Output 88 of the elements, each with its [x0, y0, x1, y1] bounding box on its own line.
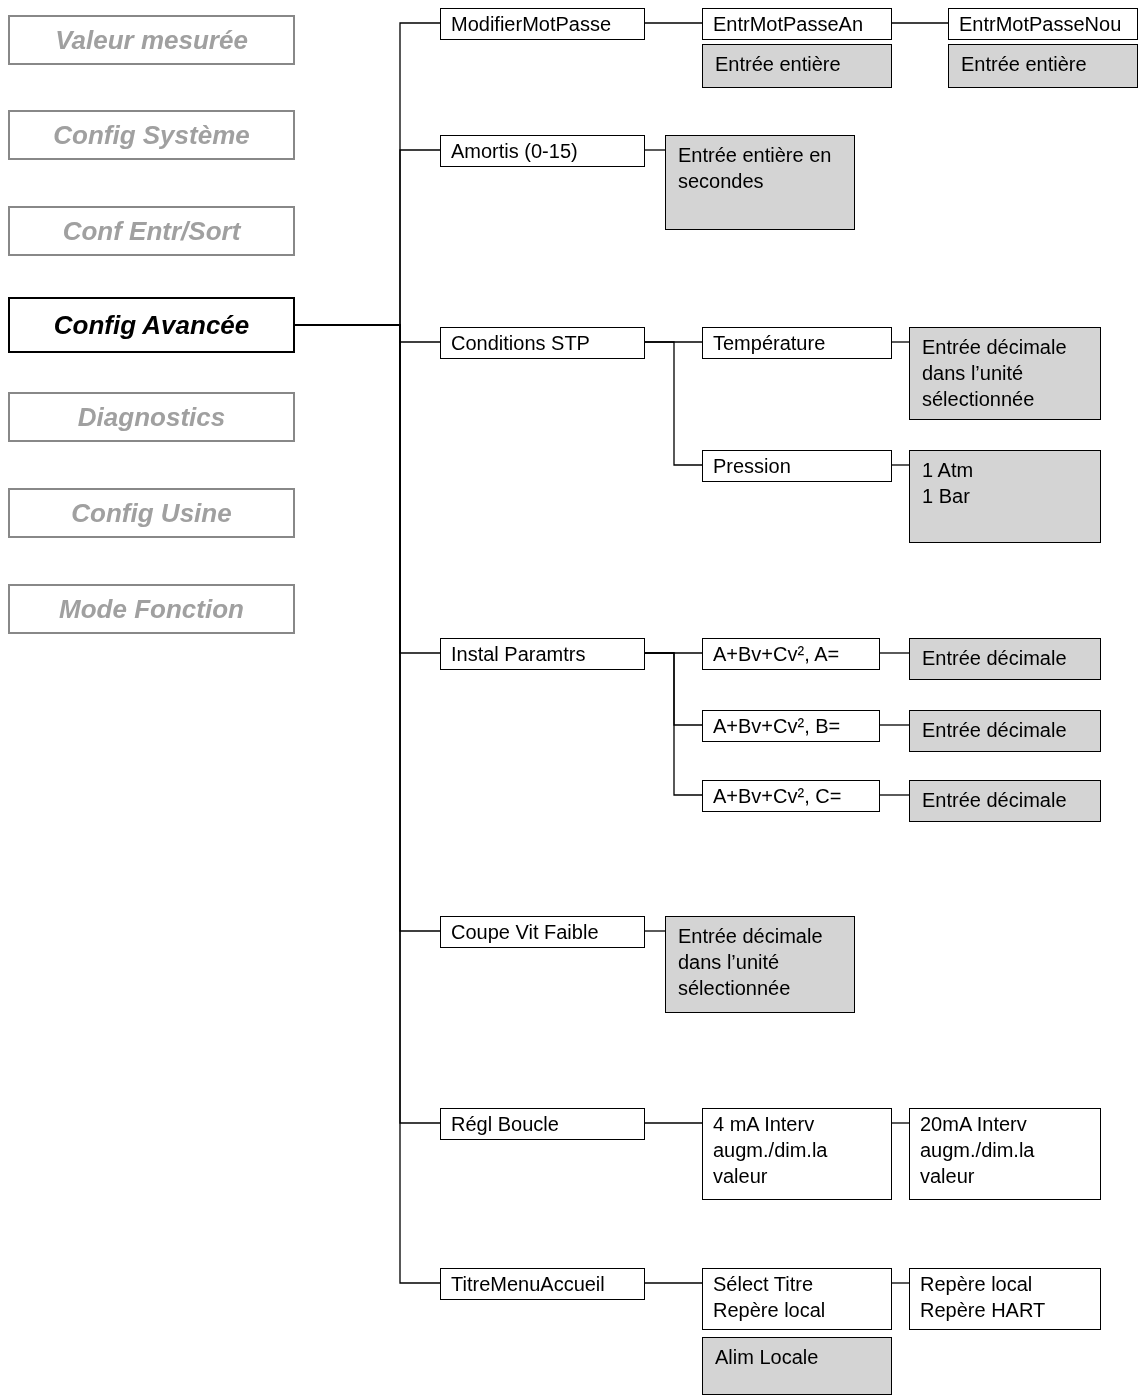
menu-label: Coupe Vit Faible [451, 920, 600, 945]
value-entry-box [665, 135, 855, 230]
menu-label: Repère local [713, 1298, 827, 1323]
connector-line [891, 1282, 910, 1284]
value-text: Entrée décimale dans l’unité sélectionnée [922, 335, 1068, 412]
value-entry-box [909, 450, 1101, 543]
menu-item-box [909, 1108, 1101, 1200]
value-text: Entrée décimale [922, 788, 1068, 813]
connector-line [891, 341, 910, 343]
value-text: Entrée entière [961, 52, 1088, 77]
menu-label: Conf Entr/Sort [62, 218, 241, 244]
menu-label: Valeur mesurée [55, 27, 248, 53]
menu-label: Mode Fonction [59, 596, 244, 622]
menu-item-box [440, 8, 645, 40]
menu-box [8, 584, 295, 634]
menu-item-box [702, 710, 880, 742]
connector-line [891, 464, 910, 466]
menu-item-box [909, 1268, 1101, 1330]
value-entry-box [702, 44, 892, 88]
menu-item-box [440, 916, 645, 948]
menu-label: Pression [713, 454, 792, 479]
menu-item-box [702, 1108, 892, 1200]
value-entry-box [909, 327, 1101, 420]
menu-label: ModifierMotPasse [451, 12, 613, 37]
menu-item-box [702, 1268, 892, 1330]
menu-box [8, 488, 295, 538]
menu-label: A+Bv+Cv², C= [713, 784, 843, 809]
connector-line [644, 930, 666, 932]
menu-label: Température [713, 331, 827, 356]
value-text: Entrée entière en secondes [678, 143, 833, 194]
value-text: Entrée décimale [922, 718, 1068, 743]
menu-label: Config Avancée [53, 312, 250, 338]
menu-item-box [440, 135, 645, 167]
menu-label: Conditions STP [451, 331, 591, 356]
menu-item-box [702, 450, 892, 482]
menu-box [8, 15, 295, 65]
menu-item-box [440, 638, 645, 670]
menu-item-box [702, 8, 892, 40]
menu-label: Régl Boucle [451, 1112, 560, 1137]
value-entry-box [909, 638, 1101, 680]
value-text: Entrée décimale [922, 646, 1068, 671]
connector-line [891, 1122, 910, 1124]
value-text: 1 Atm [922, 458, 975, 483]
value-entry-box [909, 710, 1101, 752]
value-text: Entrée décimale dans l’unité sélectionnée [678, 924, 824, 1001]
connector-line [644, 22, 703, 24]
menu-label: Diagnostics [77, 404, 226, 430]
menu-label: Config Usine [71, 500, 232, 526]
selected-menu-box [8, 297, 295, 353]
connector-line [644, 1122, 703, 1124]
menu-label: Config Système [53, 122, 250, 148]
value-entry-box [948, 44, 1138, 88]
menu-label: Repère HART [920, 1298, 1047, 1323]
connector-line [644, 652, 703, 796]
connector-line [891, 22, 949, 24]
menu-label: Sélect Titre [713, 1272, 815, 1297]
value-text: 1 Bar [922, 484, 971, 509]
menu-item-box [702, 327, 892, 359]
menu-label: EntrMotPasseNou [959, 12, 1123, 37]
connector-line [879, 794, 910, 796]
menu-label: Amortis (0-15) [451, 139, 579, 164]
value-entry-box [702, 1337, 892, 1395]
menu-item-box [702, 780, 880, 812]
connector-line [644, 1282, 703, 1284]
connector-line [644, 149, 666, 151]
connector-line [879, 652, 910, 654]
connector-line [644, 341, 703, 466]
value-text: Entrée entière [715, 52, 842, 77]
menu-label: 4 mA Interv augm./dim.la valeur [713, 1112, 829, 1189]
menu-item-box [440, 1268, 645, 1300]
menu-label: A+Bv+Cv², B= [713, 714, 842, 739]
menu-item-box [948, 8, 1138, 40]
value-text: Alim Locale [715, 1345, 820, 1370]
value-entry-box [665, 916, 855, 1013]
menu-label: Instal Paramtrs [451, 642, 587, 667]
connector-line [879, 724, 910, 726]
menu-label: 20mA Interv augm./dim.la valeur [920, 1112, 1036, 1189]
menu-item-box [440, 327, 645, 359]
menu-box [8, 392, 295, 442]
menu-label: A+Bv+Cv², A= [713, 642, 841, 667]
menu-item-box [702, 638, 880, 670]
menu-label: TitreMenuAccueil [451, 1272, 606, 1297]
value-entry-box [909, 780, 1101, 822]
menu-label: EntrMotPasseAn [713, 12, 865, 37]
menu-label: Repère local [920, 1272, 1034, 1297]
menu-box [8, 206, 295, 256]
menu-item-box [440, 1108, 645, 1140]
menu-box [8, 110, 295, 160]
